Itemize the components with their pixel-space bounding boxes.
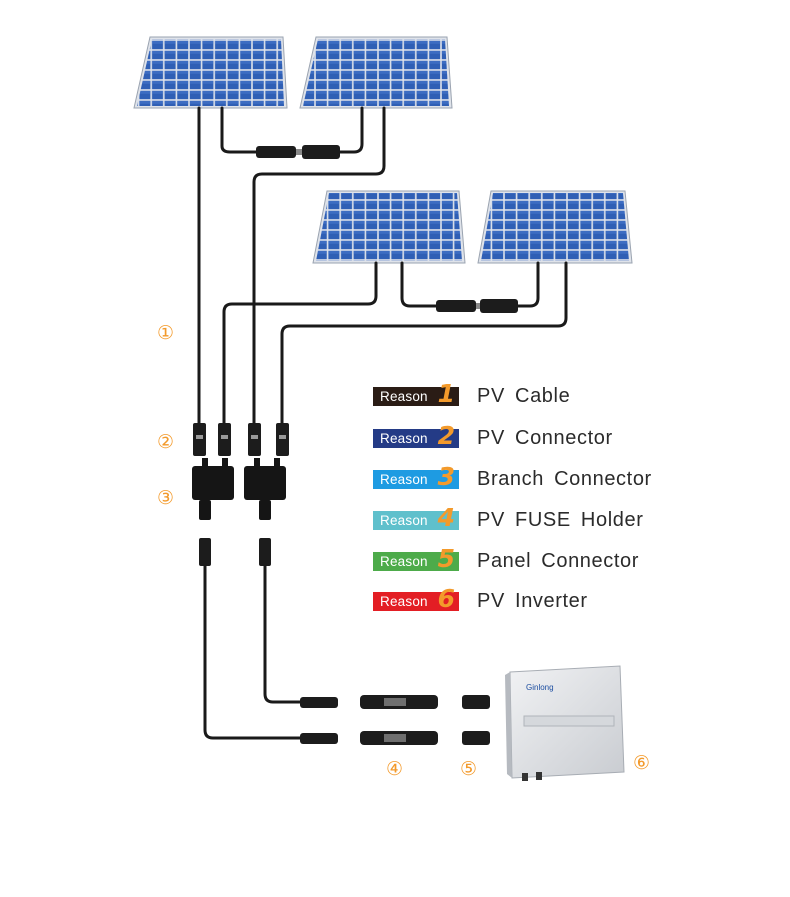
inline-connectors xyxy=(256,145,518,313)
legend-row-2: Reason 2 PV Connector xyxy=(373,421,613,450)
solar-panel-mid-left xyxy=(312,190,466,264)
legend-label-branch-connector: Branch Connector xyxy=(477,467,652,490)
reason-word: Reason xyxy=(380,553,428,569)
legend-row-6: Reason 6 PV Inverter xyxy=(373,584,588,613)
reason-badge-4: Reason 4 xyxy=(373,503,459,532)
solar-panel-mid-right xyxy=(477,190,633,264)
reason-word: Reason xyxy=(380,430,428,446)
reason-word: Reason xyxy=(380,593,428,609)
marker-4: ④ xyxy=(386,758,404,780)
legend-row-4: Reason 4 PV FUSE Holder xyxy=(373,503,644,532)
solar-panel-top-left xyxy=(133,36,288,109)
legend-label-pv-connector: PV Connector xyxy=(477,426,613,449)
reason-number: 4 xyxy=(437,502,455,532)
inverter-brand: Ginlong xyxy=(526,683,554,692)
legend-row-3: Reason 3 Branch Connector xyxy=(373,462,652,491)
legend-label-pv-fuse-holder: PV FUSE Holder xyxy=(477,508,644,531)
marker-6: ⑥ xyxy=(633,752,651,774)
reason-badge-5: Reason 5 xyxy=(373,544,459,573)
reason-word: Reason xyxy=(380,512,428,528)
legend-label-panel-connector: Panel Connector xyxy=(477,549,639,572)
legend-row-5: Reason 5 Panel Connector xyxy=(373,544,639,573)
reason-number: 2 xyxy=(437,420,455,450)
pv-cables xyxy=(197,106,568,740)
pv-connectors-row xyxy=(193,423,289,456)
branch-connectors xyxy=(192,458,286,520)
pv-inverter: Ginlong xyxy=(505,665,625,781)
reason-badge-1: Reason 1 xyxy=(373,379,459,408)
reason-number: 5 xyxy=(437,543,455,573)
pv-fuse-holders xyxy=(360,695,438,745)
marker-2: ② xyxy=(157,431,175,453)
panel-connectors xyxy=(462,695,490,745)
marker-3: ③ xyxy=(157,487,175,509)
reason-word: Reason xyxy=(380,388,428,404)
reason-word: Reason xyxy=(380,471,428,487)
marker-5: ⑤ xyxy=(460,758,478,780)
legend-label-pv-cable: PV Cable xyxy=(477,384,571,407)
legend-row-1: Reason 1 PV Cable xyxy=(373,379,571,408)
reason-number: 3 xyxy=(437,461,455,491)
reason-number: 6 xyxy=(437,583,455,613)
marker-1: ① xyxy=(157,322,175,344)
legend-label-pv-inverter: PV Inverter xyxy=(477,589,588,612)
solar-panel-top-right xyxy=(299,36,453,109)
reason-badge-6: Reason 6 xyxy=(373,584,459,613)
reason-number: 1 xyxy=(437,378,455,408)
cable-end-connectors xyxy=(199,538,338,744)
reason-badge-3: Reason 3 xyxy=(373,462,459,491)
reason-badge-2: Reason 2 xyxy=(373,421,459,450)
